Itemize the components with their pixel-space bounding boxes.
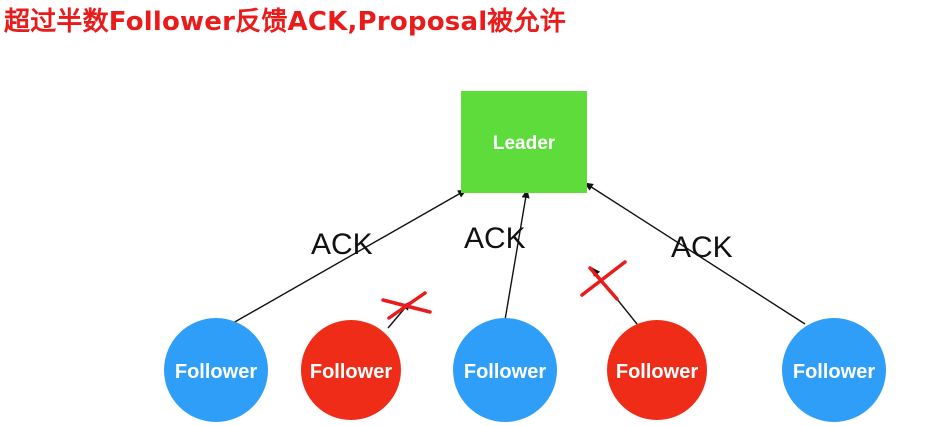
ack-arrow-3 — [504, 189, 530, 321]
ack-arrow-1 — [232, 189, 467, 324]
ack-label-3: ACK — [671, 231, 733, 264]
page-title: 超过半数Follower反馈ACK,Proposal被允许 — [4, 7, 566, 37]
ack-label-1: ACK — [311, 228, 373, 261]
follower-node-4: Follower — [607, 320, 707, 420]
follower-label: Follower — [175, 361, 257, 383]
follower-node-2: Follower — [301, 320, 401, 420]
leader-node: Leader — [461, 91, 587, 193]
cross-icon-2 — [580, 260, 627, 301]
ack-arrow-5 — [584, 182, 806, 325]
follower-node-1: Follower — [164, 318, 268, 422]
follower-label: Follower — [793, 361, 875, 383]
follower-label: Follower — [310, 361, 392, 383]
cross-icon-1 — [381, 291, 432, 320]
leader-label: Leader — [493, 133, 556, 154]
follower-node-3: Follower — [453, 318, 557, 422]
follower-label: Follower — [464, 361, 546, 383]
ack-label-2: ACK — [464, 222, 526, 255]
follower-node-5: Follower — [782, 318, 886, 422]
follower-label: Follower — [616, 361, 698, 383]
